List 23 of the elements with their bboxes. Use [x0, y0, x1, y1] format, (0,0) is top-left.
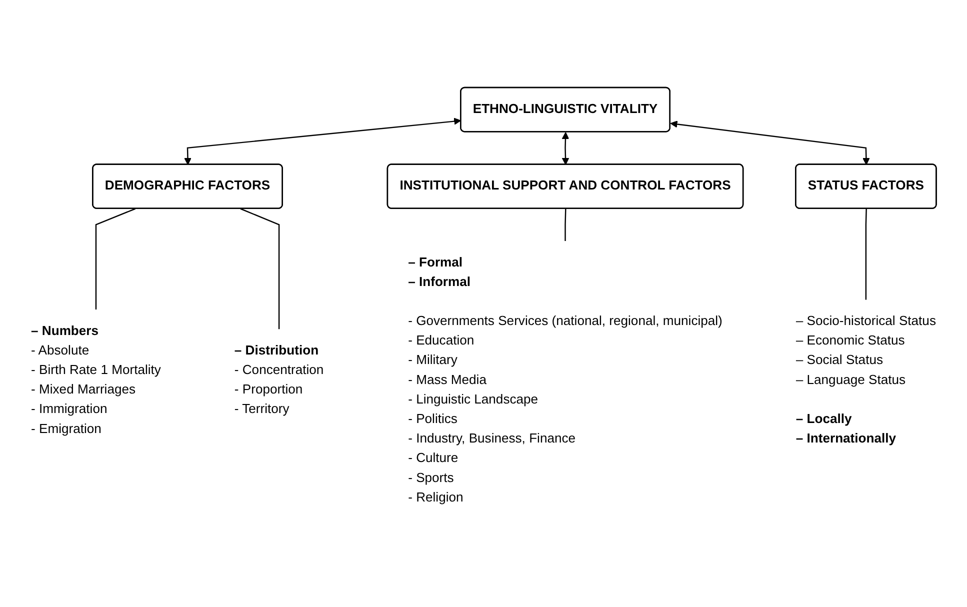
arrow [670, 120, 870, 165]
node-label: - Governments Services (national, regional, municipal) [408, 314, 722, 328]
connector [95, 208, 136, 310]
node-label: - Industry, Business, Finance [408, 432, 576, 446]
node-label: - Culture [408, 451, 458, 466]
node-label: – Locally [796, 412, 852, 426]
connector [865, 208, 867, 300]
arrow [562, 132, 570, 165]
node-label: - Religion [408, 490, 464, 504]
node-label: - Mass Media [408, 372, 486, 387]
connector [240, 208, 280, 329]
node-text: – Socio-historical Status – Economic Status – Social Status – Language Status [796, 314, 936, 387]
node-label: - Politics [408, 412, 458, 426]
node-text: – Distribution - Concentration - Proportion - Territory [234, 344, 324, 416]
node-label: - Linguistic Landscape [408, 392, 538, 406]
node-text: – Numbers - Absolute - Birth Rate 1 Mortality - Mixed Marriages - Immigration - Emigration [31, 324, 161, 436]
arrow [184, 117, 462, 165]
node-text: – Formal – Informal [408, 255, 471, 289]
connector [564, 208, 566, 241]
node-label: - Education [408, 334, 474, 348]
node-label: - Sports [408, 470, 454, 485]
node-label: – Internationally [796, 432, 896, 446]
node-label: - Military [408, 353, 458, 368]
